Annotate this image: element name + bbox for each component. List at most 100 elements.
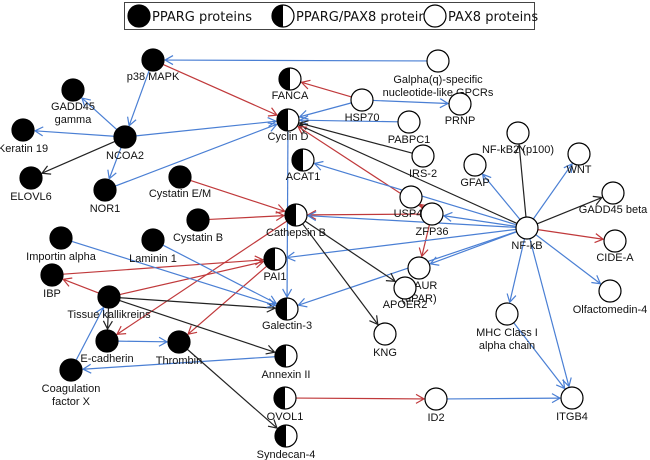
node-wnt[interactable]: WNT [566,142,592,176]
pax8-node-marker [567,142,591,166]
node-nor1[interactable]: NOR1 [90,178,121,215]
legend: PPARG proteins PPARG/PAX8 proteins PAX8 … [127,4,538,28]
edge-line [536,196,603,225]
node-p38[interactable]: p38 MAPK [127,48,180,83]
node-usp46[interactable]: USP46 [394,185,429,220]
node-label: alpha chain [479,340,535,352]
half-fill [264,248,275,270]
edge-line [41,140,116,174]
node-label: KNG [373,347,397,359]
node-synd4[interactable]: Syndecan-4 [257,424,316,460]
node-elovl6[interactable]: ELOVL6 [10,166,52,203]
node-thrombin[interactable]: Thrombin [156,330,202,367]
node-importin[interactable]: Importin alpha [26,226,97,263]
node-label: OVOL1 [267,411,304,423]
edge-line [513,322,566,389]
pax8-node-marker [495,302,519,326]
arrowhead-icon [285,251,296,262]
node-annex[interactable]: Annexin II [262,344,311,381]
node-label: WNT [566,164,591,176]
edge-line [119,297,276,309]
node-label: Importin alpha [26,251,97,263]
node-tk[interactable]: Tissue kallikreins [67,285,151,321]
node-cycd[interactable]: Cyclin D [268,108,309,143]
edge-line [208,215,285,221]
node-apoer2[interactable]: APOER2 [383,276,428,311]
edge-tk-to-ecad [102,307,113,331]
node-zfp36[interactable]: ZFP36 [415,202,449,238]
edge-nfkb-to-zfp36 [442,211,517,227]
node-pabpc1[interactable]: PABPC1 [388,110,431,146]
edge-line [162,244,277,305]
node-ncoa2[interactable]: NCOA2 [106,125,144,162]
node-label: PRNP [445,115,476,127]
edge-line [446,397,561,400]
arrowhead-icon [514,143,525,154]
node-kng[interactable]: KNG [373,322,397,359]
edge-line [187,265,268,335]
legend-item-both: PPARG/PAX8 proteins [271,4,434,28]
edge-line [286,228,517,259]
node-ker19[interactable]: Keratin 19 [0,118,48,155]
node-nfkb2[interactable]: NF-kB2 (p100) [482,121,554,156]
pparg-node-marker [61,78,85,102]
node-laminin[interactable]: Laminin 1 [129,228,177,265]
node-label: MHC Class I [476,327,538,339]
arrowhead-icon [298,110,309,120]
edge-pabpc1-to-cycd [298,115,399,126]
node-nfkb[interactable]: NF-kB [511,216,543,252]
edge-ncoa2-to-gadd45g [80,97,118,131]
node-prnp[interactable]: PRNP [445,92,476,127]
pparg-node-marker [168,165,192,189]
node-cathb[interactable]: Cathepsin B [266,203,326,239]
node-ibp[interactable]: IBP [40,263,64,300]
arrowhead-icon [80,97,91,107]
node-hsp70[interactable]: HSP70 [345,88,380,124]
node-irs2[interactable]: IRS-2 [409,144,437,180]
pax8-node-marker [397,110,421,134]
node-label: Cystatin B [173,232,223,244]
edge-zfp36-to-cathb [306,209,422,220]
node-gadd45b[interactable]: GADD45 beta [579,181,648,216]
both-legend-marker-fill [272,5,283,27]
edge-hsp70-to-fanca [300,79,352,98]
edge-p38-to-cycd [162,63,279,117]
half-fill [277,109,288,131]
edge-line [518,144,527,218]
node-ecad[interactable]: E-cadherin [80,329,134,365]
edge-line [117,340,168,343]
node-label: NF-kB2 (p100) [482,144,554,156]
node-cidea[interactable]: CIDE-A [596,229,634,264]
node-pai1[interactable]: PAI1 [263,247,287,283]
node-id2[interactable]: ID2 [424,387,448,424]
pparg-node-marker [95,329,119,353]
pax8-node-marker [426,49,450,73]
pparg-node-marker [97,285,121,309]
node-gal3[interactable]: Galectin-3 [262,297,312,332]
node-acat1[interactable]: ACAT1 [286,148,321,183]
pax8-node-marker [399,185,423,209]
node-label: CIDE-A [596,252,634,264]
edge-line [82,356,276,370]
node-olfm4[interactable]: Olfactomedin-4 [573,279,648,316]
node-ovol1[interactable]: OVOL1 [267,386,304,423]
node-cystem[interactable]: Cystatin E/M [149,165,211,200]
arrowhead-icon [481,173,492,184]
edge-line [372,99,449,105]
pparg-node-marker [93,178,117,202]
node-label: NCOA2 [106,150,144,162]
arrowhead-icon [415,393,426,404]
node-gfap[interactable]: GFAP [460,153,490,189]
edge-line [482,173,521,220]
node-label: Cyclin D [268,131,309,143]
node-itgb4[interactable]: ITGB4 [556,386,588,423]
node-cystb[interactable]: Cystatin B [173,208,223,244]
edge-line [299,122,413,154]
edge-line [34,130,115,137]
node-fanca[interactable]: FANCA [272,67,309,102]
